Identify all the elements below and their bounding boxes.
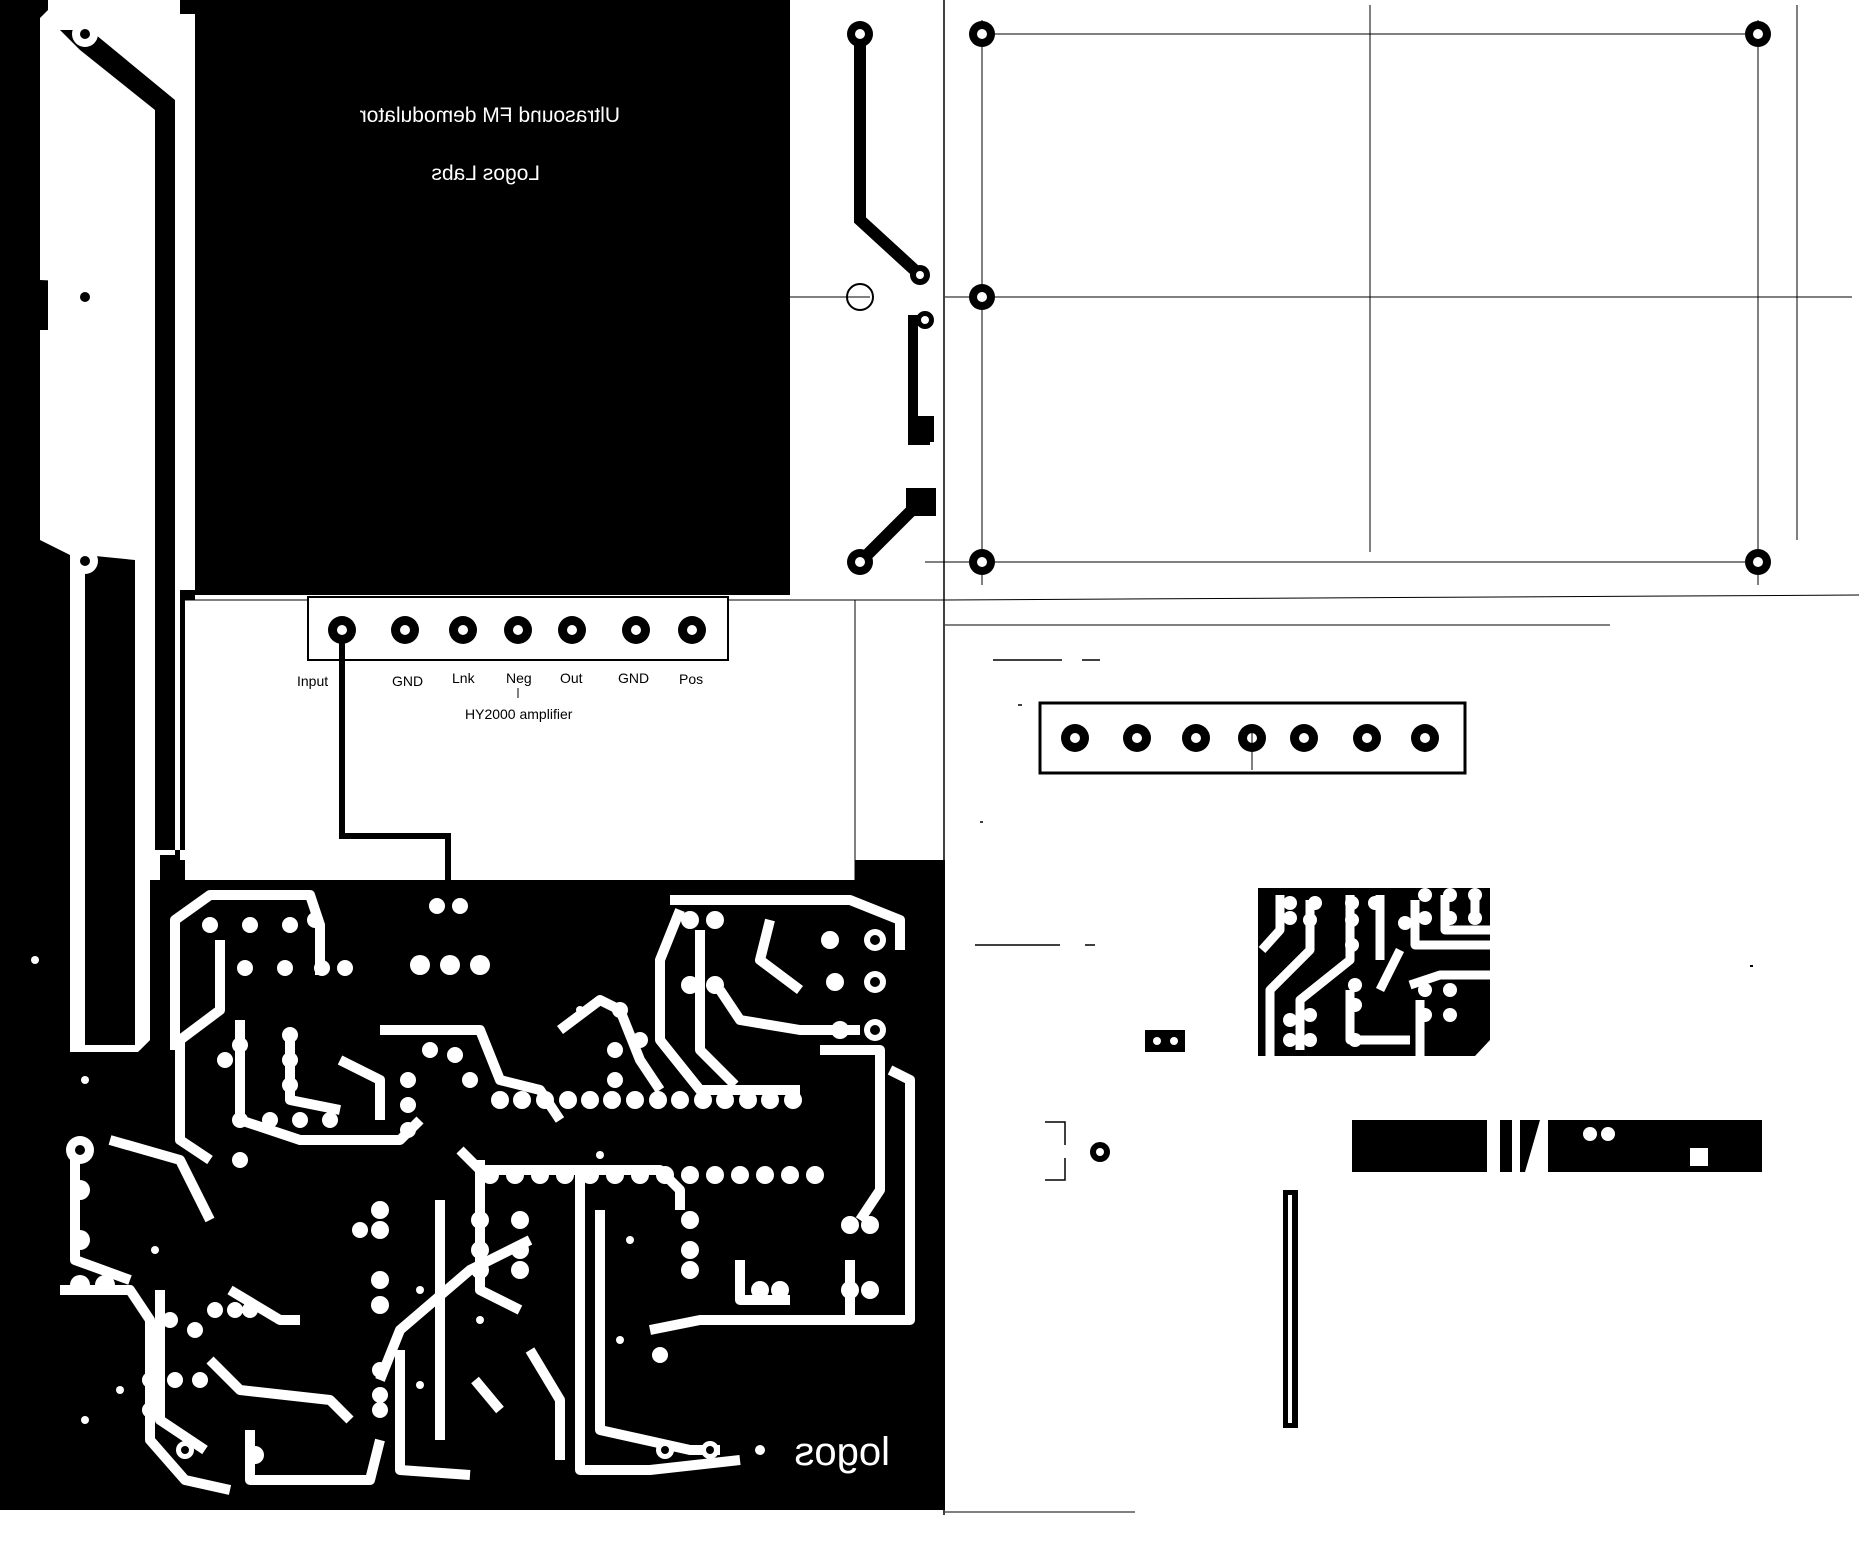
amplifier-pads [328,616,706,644]
amplifier-pin-labels: Input GND Lnk Neg Out GND Pos HY2000 amp… [297,670,703,722]
board-title: Ultrasound FM demodulator [360,104,620,127]
input-trace [339,630,451,905]
frame-line [944,594,1859,601]
amplifier-name: HY2000 amplifier [465,706,573,722]
right-bar-block [1352,1120,1762,1172]
pin-label: Input [297,673,328,689]
logo-text: logos [794,1430,890,1474]
pad-holes [75,935,880,1454]
pin-label: GND [618,670,649,686]
left-inner-trace [60,30,175,850]
left-isolation-channel-inner [85,555,135,1045]
pin-label: Out [560,670,583,686]
small-pads [1090,1030,1185,1162]
circuit-pads [31,898,886,1464]
middle-strip [790,0,1859,1515]
right-header [1038,701,1467,775]
module-outline [925,5,1852,585]
pin-label: GND [392,673,423,689]
pad [912,416,934,442]
circuit-region [150,880,945,1510]
pin-label: Pos [679,671,703,687]
stray-lines [975,659,1100,1181]
left-board: logos [0,0,945,1510]
pin-label: Lnk [452,670,476,686]
right-circuit-fragment [1258,888,1490,1060]
trace [854,28,926,281]
module-copper-area [195,0,790,595]
board-maker: Logos Labs [431,162,540,185]
trace [854,496,926,568]
mounting-holes-left [72,21,98,574]
tiny-marks [1750,965,1753,967]
pin-label: Neg [506,670,532,686]
